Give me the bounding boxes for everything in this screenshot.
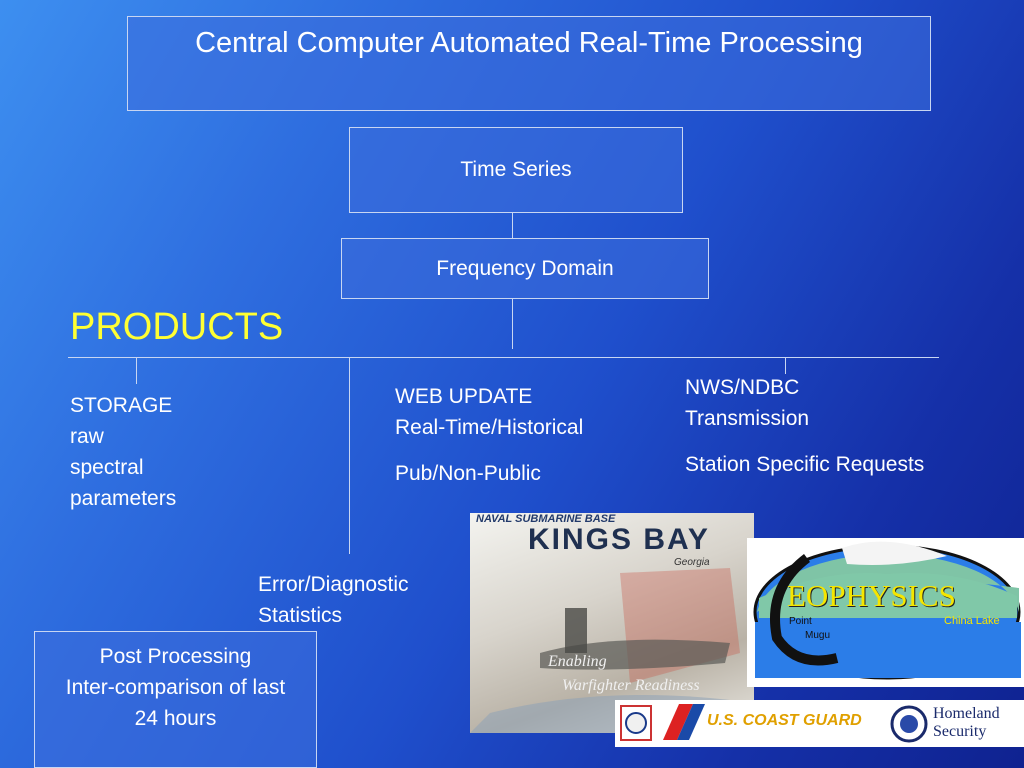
homeland-line1: Homeland (933, 705, 1000, 722)
storage-line: raw (70, 425, 104, 448)
error-line: Error/Diagnostic (258, 573, 409, 596)
error-text: Error/Diagnostic Statistics (258, 569, 409, 631)
web-update-line: Real-Time/Historical (395, 416, 584, 439)
post-line: Post Processing (99, 645, 252, 668)
frequency-domain-label: Frequency Domain (436, 256, 614, 280)
connector-line (512, 213, 513, 238)
storage-line: parameters (70, 487, 177, 510)
title-box: Central Computer Automated Real-Time Pro… (127, 16, 931, 111)
nws-text: NWS/NDBC Transmission Station Specific R… (685, 372, 924, 480)
storage-line: spectral (70, 456, 144, 479)
homeland-line2: Security (933, 723, 987, 740)
homeland-seal-icon (890, 705, 928, 743)
kings-bay-sub: Georgia (674, 557, 710, 568)
web-update-text: WEB UPDATE Real-Time/Historical Pub/Non-… (395, 381, 583, 489)
frequency-domain-box: Frequency Domain (341, 238, 709, 299)
coast-guard-strip: U.S. COAST GUARD Homeland Security (615, 700, 1024, 747)
connector-line (512, 299, 513, 349)
products-heading: PRODUCTS (70, 306, 284, 348)
web-update-line: WEB UPDATE (395, 385, 533, 408)
coast-guard-label: U.S. COAST GUARD (707, 712, 862, 729)
web-update-line: Pub/Non-Public (395, 462, 541, 485)
post-line: Inter-comparison of last (65, 676, 286, 699)
post-processing-box: Post Processing Inter-comparison of last… (34, 631, 317, 768)
geophysics-main: EOPHYSICS (787, 578, 956, 613)
branch-line-error (349, 357, 350, 554)
branch-line-nws (785, 357, 786, 374)
nws-line: NWS/NDBC (685, 376, 800, 399)
geophysics-logo: EOPHYSICS Point Mugu China Lake (747, 538, 1024, 687)
page-title: Central Computer Automated Real-Time Pro… (195, 27, 863, 59)
geophysics-left2: Mugu (805, 630, 831, 641)
kings-bay-logo: NAVAL SUBMARINE BASE KINGS BAY Georgia E… (470, 513, 754, 733)
nws-line: Transmission (685, 407, 810, 430)
branch-line-storage (136, 357, 137, 384)
storage-line: STORAGE (70, 394, 173, 417)
kings-bay-tag1: Enabling (548, 653, 607, 670)
time-series-label: Time Series (460, 158, 572, 181)
error-line: Statistics (258, 604, 343, 627)
coast-guard-icon (620, 704, 705, 741)
kings-bay-main: KINGS BAY (528, 523, 710, 556)
kings-bay-tag2: Warfighter Readiness (562, 677, 700, 694)
nws-line: Station Specific Requests (685, 453, 925, 476)
kings-bay-top: NAVAL SUBMARINE BASE (476, 513, 616, 525)
storage-text: STORAGE raw spectral parameters (70, 390, 176, 514)
time-series-box: Time Series (349, 127, 683, 213)
geophysics-right: China Lake (944, 615, 1000, 627)
products-divider (68, 357, 939, 358)
post-line: 24 hours (134, 707, 217, 730)
geophysics-emblem-icon (753, 541, 1021, 680)
geophysics-left1: Point (789, 616, 812, 627)
